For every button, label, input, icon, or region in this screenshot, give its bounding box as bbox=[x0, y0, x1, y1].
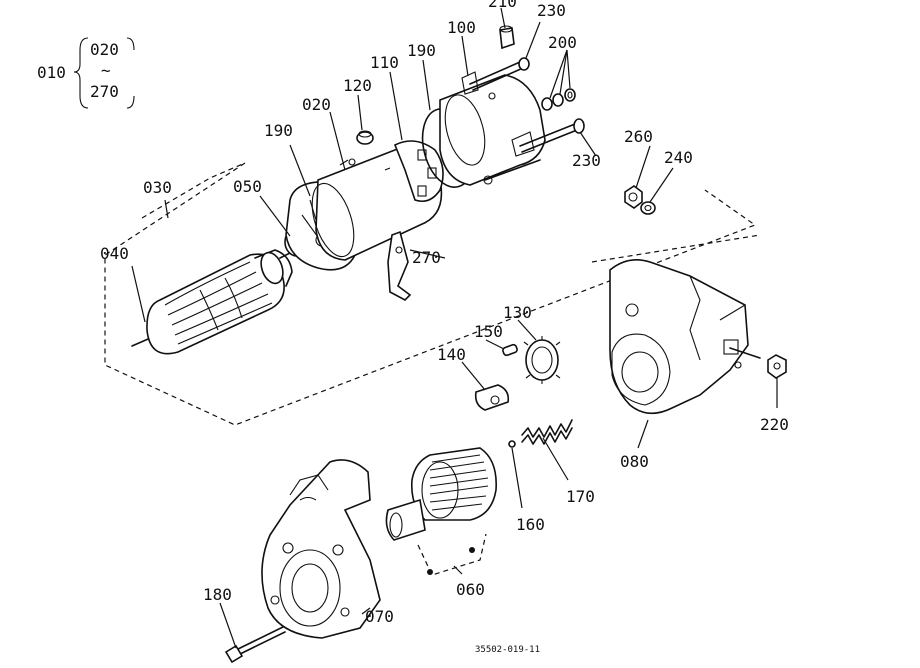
rear-end-frame bbox=[439, 71, 546, 186]
mounting-bolt bbox=[224, 626, 286, 664]
label-060: 060 bbox=[456, 580, 485, 599]
through-bolt-upper bbox=[469, 57, 530, 91]
idle-gear bbox=[523, 336, 561, 384]
label-group-range: ~ bbox=[101, 61, 111, 80]
washers bbox=[541, 88, 576, 111]
label-210: 210 bbox=[488, 0, 517, 11]
field-terminal bbox=[387, 230, 412, 301]
overrunning-clutch bbox=[385, 447, 497, 541]
label-260: 260 bbox=[624, 127, 653, 146]
label-170: 170 bbox=[566, 487, 595, 506]
label-130: 130 bbox=[503, 303, 532, 322]
group-bracket bbox=[73, 37, 135, 109]
cap bbox=[356, 130, 374, 145]
front-housing bbox=[261, 459, 381, 639]
nut-and-washer bbox=[624, 185, 656, 215]
label-270: 270 bbox=[412, 248, 441, 267]
label-180: 180 bbox=[203, 585, 232, 604]
drive-housing-enclosure bbox=[591, 234, 761, 263]
through-bolt-lower bbox=[519, 118, 585, 153]
label-group-010: 010 bbox=[37, 63, 66, 82]
label-230-upper: 230 bbox=[537, 1, 566, 20]
label-190-left: 190 bbox=[264, 121, 293, 140]
clutch-subgroup-enclosure bbox=[417, 533, 487, 576]
pin bbox=[502, 343, 518, 357]
label-120: 120 bbox=[343, 76, 372, 95]
label-160: 160 bbox=[516, 515, 545, 534]
label-020: 020 bbox=[302, 95, 331, 114]
label-190-right: 190 bbox=[407, 41, 436, 60]
brush-holder bbox=[393, 140, 444, 203]
leader-lines bbox=[131, 7, 778, 649]
label-070: 070 bbox=[365, 607, 394, 626]
terminal-cap bbox=[499, 25, 515, 50]
armature bbox=[131, 249, 293, 355]
drawing-number: 35502-019-11 bbox=[475, 645, 540, 655]
motor-group-enclosure bbox=[104, 162, 757, 426]
label-110: 110 bbox=[370, 53, 399, 72]
drive-housing bbox=[609, 259, 749, 415]
label-240: 240 bbox=[664, 148, 693, 167]
label-080: 080 bbox=[620, 452, 649, 471]
label-050: 050 bbox=[233, 177, 262, 196]
label-group-last: 270 bbox=[90, 82, 119, 101]
label-040: 040 bbox=[100, 244, 129, 263]
label-140: 140 bbox=[437, 345, 466, 364]
label-220: 220 bbox=[760, 415, 789, 434]
steel-ball bbox=[508, 440, 516, 448]
label-group-first: 020 bbox=[90, 40, 119, 59]
label-100: 100 bbox=[447, 18, 476, 37]
spring bbox=[521, 419, 573, 445]
label-200: 200 bbox=[548, 33, 577, 52]
label-150: 150 bbox=[474, 322, 503, 341]
stud-and-nut bbox=[729, 347, 787, 379]
label-030: 030 bbox=[143, 178, 172, 197]
label-230-lower: 230 bbox=[572, 151, 601, 170]
retainer bbox=[474, 384, 510, 411]
